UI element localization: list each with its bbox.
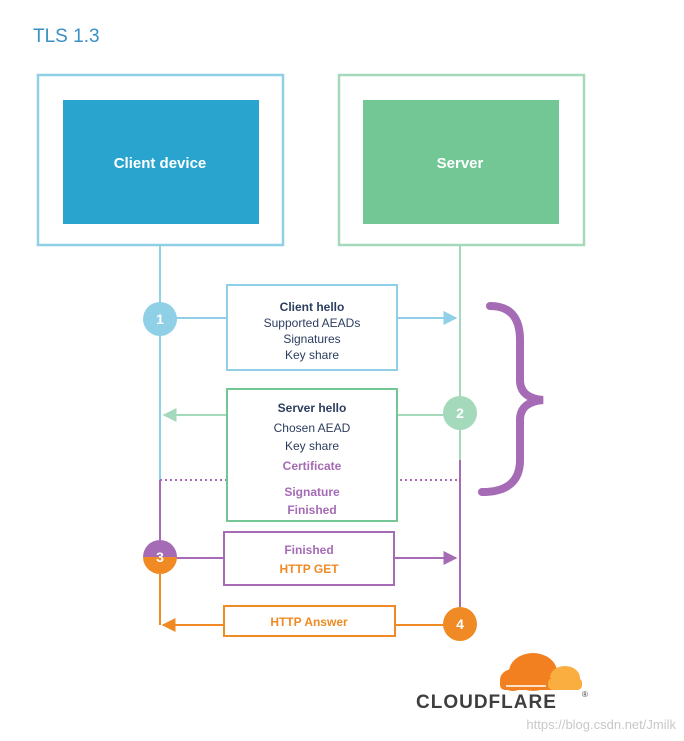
server-node: Server <box>337 73 586 247</box>
http-get-label: HTTP GET <box>279 562 339 576</box>
step-1-badge: 1 <box>143 302 177 336</box>
watermark-url: https://blog.csdn.net/Jmilk <box>526 717 676 732</box>
client-hello-message: Client hello Supported AEADs Signatures … <box>175 284 458 371</box>
server-hello-keyshare: Key share <box>285 439 339 453</box>
server-certificate: Certificate <box>283 459 342 473</box>
client-hello-title: Client hello <box>280 300 345 314</box>
step-3-number: 3 <box>156 549 164 565</box>
http-answer-message: HTTP Answer <box>161 605 446 637</box>
server-hello-title: Server hello <box>278 401 347 415</box>
cloudflare-wordmark: CLOUDFLARE <box>416 692 557 713</box>
cloudflare-logo: CLOUDFLARE ® <box>416 653 588 713</box>
client-device-label: Client device <box>114 155 207 172</box>
client-hello-keyshare: Key share <box>285 348 339 362</box>
server-label: Server <box>437 155 484 172</box>
server-signature: Signature <box>284 485 340 499</box>
step-4-number: 4 <box>456 616 464 632</box>
step-2-number: 2 <box>456 405 464 421</box>
server-flight-brace <box>478 302 544 496</box>
client-hello-signatures: Signatures <box>283 332 340 346</box>
client-finished-message: Finished HTTP GET <box>175 531 458 586</box>
server-finished: Finished <box>287 503 336 517</box>
step-3-badge: 3 <box>143 540 177 574</box>
step-1-number: 1 <box>156 311 164 327</box>
client-device-node: Client device <box>36 73 285 247</box>
server-hello-message: Server hello Chosen AEAD Key share Certi… <box>162 388 445 522</box>
client-finished-label: Finished <box>284 543 333 557</box>
client-hello-aeads: Supported AEADs <box>264 316 361 330</box>
http-answer-label: HTTP Answer <box>270 615 348 629</box>
cloudflare-cloud-icon <box>500 653 582 691</box>
server-hello-aead: Chosen AEAD <box>274 421 351 435</box>
step-4-badge: 4 <box>443 607 477 641</box>
cloudflare-registered-mark: ® <box>582 690 588 699</box>
diagram-title: TLS 1.3 <box>33 26 100 47</box>
step-2-badge: 2 <box>443 396 477 430</box>
